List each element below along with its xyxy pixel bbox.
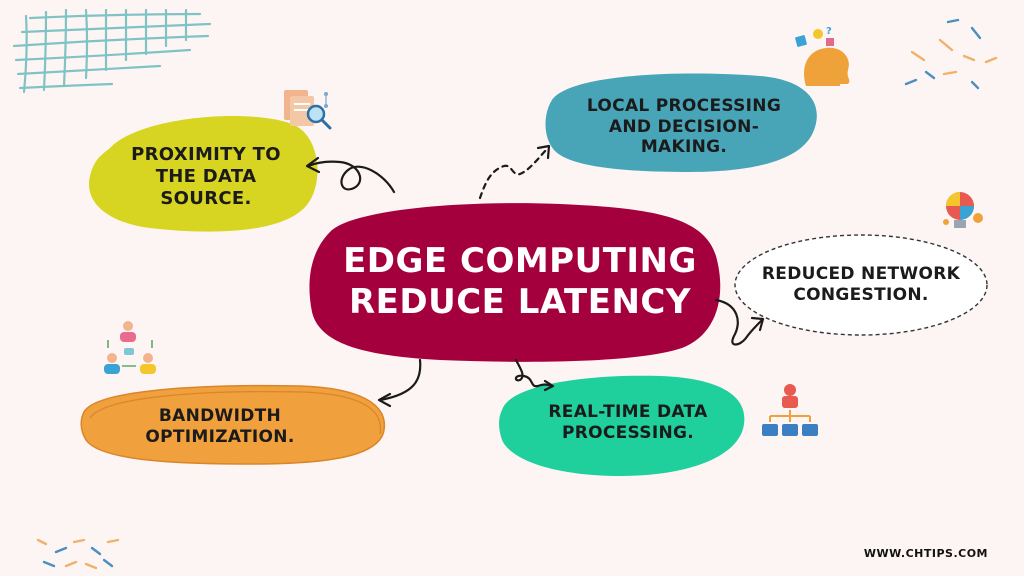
confetti-top-right: [904, 18, 998, 90]
arrow-to-realtime: [514, 358, 554, 388]
network-line2: CONGESTION.: [793, 285, 929, 305]
network-line1: REDUCED NETWORK: [761, 264, 961, 285]
local-line1: LOCAL PROCESSING: [586, 95, 782, 116]
bandwidth-line1: BANDWIDTH: [158, 406, 282, 427]
local-line2: AND DECISION-: [608, 116, 760, 137]
bandwidth-blob: [80, 384, 386, 465]
network-congestion-bubble: [734, 234, 988, 336]
arrow-to-local: [478, 146, 550, 200]
arrow-to-proximity: [306, 160, 396, 194]
confetti-bottom-left: [36, 538, 120, 570]
lightbulb-puzzle-icon: [943, 192, 983, 228]
local-line3: MAKING.: [640, 137, 728, 158]
proximity-line2: THE DATA SOURCE.: [155, 166, 257, 209]
proximity-line1: PROXIMITY TO: [131, 144, 281, 166]
connector-arrows: [305, 144, 765, 408]
arrow-to-realtime-head: [543, 379, 555, 392]
realtime-line1: REAL-TIME DATA: [548, 402, 708, 423]
bandwidth-outline: [89, 391, 382, 435]
local-processing-blob: [545, 73, 817, 172]
svg-text:?: ?: [826, 26, 832, 37]
arrow-to-network-head: [750, 316, 765, 332]
proximity-blob: [88, 116, 318, 232]
arrow-to-network: [714, 298, 764, 346]
website-link[interactable]: WWW.CHTIPS.COM: [863, 547, 988, 560]
realtime-line2: PROCESSING.: [561, 423, 695, 443]
bandwidth-line2: OPTIMIZATION.: [145, 427, 295, 447]
document-search-icon: [284, 90, 332, 130]
arrow-to-local-head: [536, 144, 551, 160]
people-exchange-icon: [104, 321, 156, 374]
grid-doodle: [12, 8, 212, 94]
center-blob: [309, 203, 721, 362]
arrow-to-bandwidth: [378, 358, 422, 402]
brain-head-icon: ?: [795, 26, 850, 86]
arrow-to-bandwidth-head: [377, 392, 392, 408]
center-title-line2: REDUCE LATENCY: [348, 282, 692, 322]
hierarchy-network-icon: [762, 384, 818, 436]
center-title-line1: EDGE COMPUTING: [343, 241, 697, 282]
realtime-processing-blob: [499, 375, 745, 476]
arrow-to-proximity-head: [305, 156, 321, 174]
